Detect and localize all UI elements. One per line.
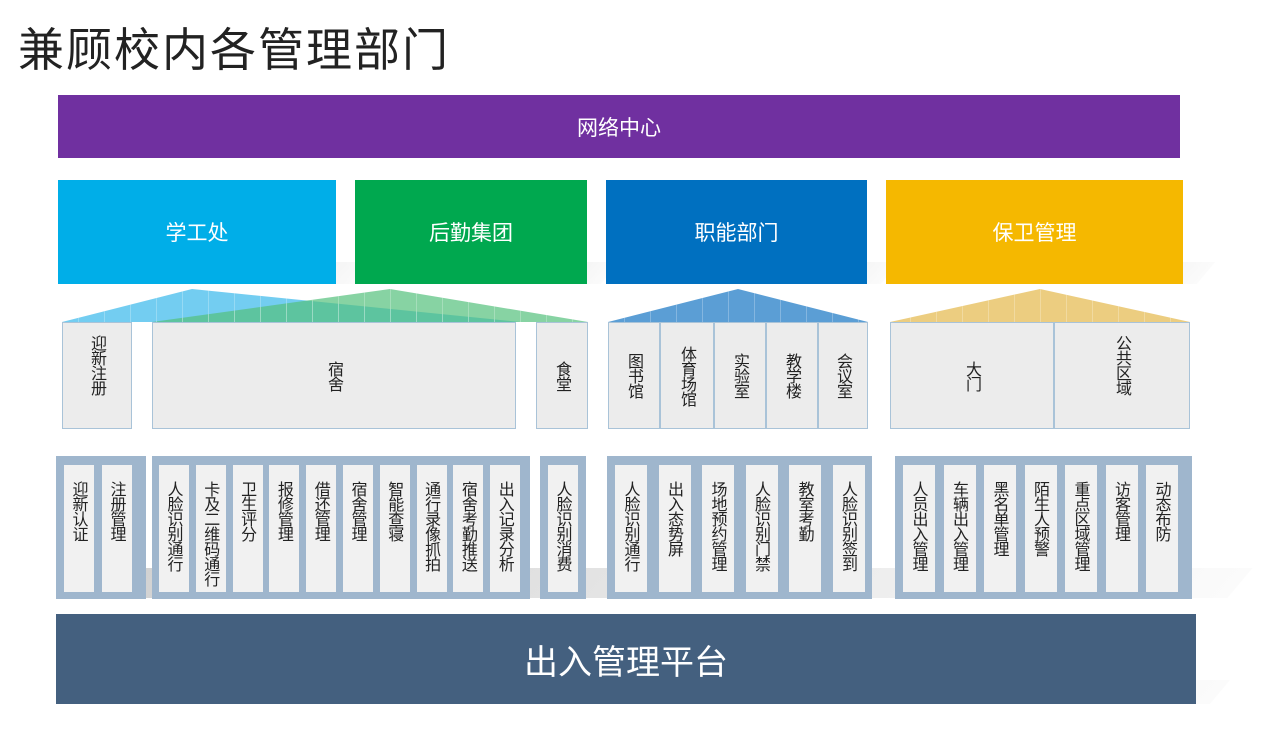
- function-cell: 出入态势屏: [658, 465, 691, 592]
- loc-jiaoxuelou-label: 教学楼: [783, 353, 802, 398]
- function-cell: 注册管理: [102, 465, 132, 592]
- function-cell: 智能查寝: [379, 465, 410, 592]
- function-cell: 人脸识别签到: [832, 465, 865, 592]
- function-cell: 陌生人预警: [1024, 465, 1057, 592]
- function-cell: 卡及二维码通行: [195, 465, 226, 592]
- function-label: 宿舍管理: [348, 481, 368, 541]
- function-label: 借还管理: [311, 481, 331, 541]
- loc-yingxin: 迎新注册: [62, 322, 132, 429]
- dept-zhineng: 职能部门: [606, 180, 867, 284]
- function-label: 黑名单管理: [990, 481, 1010, 556]
- platform-label: 出入管理平台: [524, 642, 728, 683]
- loc-tiyuchangguan-label: 体育场馆: [678, 345, 697, 406]
- function-cell: 动态布防: [1146, 465, 1178, 592]
- function-label: 人脸识别门禁: [752, 481, 771, 571]
- function-label: 注册管理: [107, 481, 127, 541]
- loc-shitang: 食堂: [536, 322, 588, 429]
- function-cell: 场地预约管理: [702, 465, 734, 592]
- function-label: 人脸识别通行: [164, 481, 184, 571]
- function-cell: 通行录像抓拍: [416, 465, 447, 592]
- dept-baowei-label: 保卫管理: [992, 221, 1077, 245]
- loc-sushe-label: 宿舍: [325, 360, 344, 391]
- network-center-label: 网络中心: [577, 115, 661, 140]
- loc-damen-label: 大门: [963, 360, 982, 391]
- loc-gonggongquyu-label: 公共区域: [1113, 334, 1132, 395]
- dept-xuegong: 学工处: [58, 180, 336, 284]
- roof-connectors: [62, 289, 1190, 322]
- function-label: 报修管理: [274, 481, 294, 541]
- function-cell: 重点区域管理: [1065, 465, 1097, 592]
- function-cell: 教室考勤: [789, 465, 821, 592]
- function-label: 场地预约管理: [708, 481, 728, 571]
- function-cell: 黑名单管理: [984, 465, 1016, 592]
- function-cell: 报修管理: [269, 465, 300, 592]
- function-cell: 人脸识别消费: [548, 465, 578, 592]
- loc-huiyishi-label: 会议室: [834, 353, 853, 398]
- function-label: 卫生评分: [238, 481, 258, 541]
- function-cell: 访客管理: [1105, 465, 1138, 592]
- function-label: 出入记录分析: [495, 481, 515, 571]
- function-label: 出入态势屏: [665, 481, 684, 556]
- dept-xuegong-label: 学工处: [165, 221, 229, 245]
- function-label: 教室考勤: [795, 481, 815, 541]
- dept-houqin: 后勤集团: [355, 180, 587, 284]
- function-cell: 借还管理: [306, 465, 337, 592]
- loc-huiyishi: 会议室: [818, 322, 868, 429]
- func-group-zhineng: [607, 456, 872, 599]
- function-label: 访客管理: [1112, 481, 1131, 541]
- function-label: 重点区域管理: [1071, 481, 1091, 571]
- function-label: 人员出入管理: [909, 481, 929, 571]
- page-title: 兼顾校内各管理部门: [18, 23, 450, 77]
- loc-jiaoxuelou: 教学楼: [766, 322, 818, 429]
- loc-damen: 大门: [890, 322, 1054, 429]
- function-label: 通行录像抓拍: [422, 481, 442, 571]
- function-cell: 出入记录分析: [490, 465, 521, 592]
- loc-yingxin-label: 迎新注册: [88, 334, 107, 395]
- function-label: 人脸识别签到: [839, 481, 858, 571]
- dept-houqin-label: 后勤集团: [429, 221, 513, 245]
- loc-tushuguan-label: 图书馆: [625, 353, 644, 398]
- function-label: 卡及二维码通行: [201, 481, 221, 586]
- function-label: 人脸识别通行: [621, 481, 641, 571]
- loc-tushuguan: 图书馆: [608, 322, 660, 429]
- function-label: 宿舍考勤推送: [458, 481, 478, 571]
- loc-shiyanshi: 实验室: [714, 322, 766, 429]
- loc-gonggongquyu: 公共区域: [1054, 322, 1190, 429]
- function-label: 动态布防: [1152, 481, 1172, 541]
- platform-bar: 出入管理平台: [56, 614, 1196, 704]
- loc-tiyuchangguan: 体育场馆: [660, 322, 714, 429]
- function-label: 人脸识别消费: [553, 481, 573, 571]
- function-label: 迎新认证: [69, 481, 89, 541]
- function-cell: 宿舍管理: [343, 465, 373, 592]
- function-label: 车辆出入管理: [950, 481, 969, 571]
- dept-zhineng-label: 职能部门: [694, 221, 779, 245]
- function-cell: 人员出入管理: [903, 465, 935, 592]
- function-cell: 人脸识别通行: [159, 465, 189, 592]
- function-label: 智能查寝: [385, 481, 405, 541]
- function-cell: 人脸识别通行: [615, 465, 647, 592]
- loc-shitang-label: 食堂: [553, 360, 572, 391]
- dept-baowei: 保卫管理: [886, 180, 1183, 284]
- function-cell: 人脸识别门禁: [745, 465, 778, 592]
- loc-sushe: 宿舍: [152, 322, 516, 429]
- function-cell: 卫生评分: [232, 465, 263, 592]
- loc-shiyanshi-label: 实验室: [731, 353, 750, 398]
- function-cell: 迎新认证: [64, 465, 94, 592]
- function-cell: 车辆出入管理: [943, 465, 976, 592]
- network-center-bar: 网络中心: [58, 95, 1180, 158]
- function-label: 陌生人预警: [1031, 481, 1050, 556]
- function-cell: 宿舍考勤推送: [453, 465, 484, 592]
